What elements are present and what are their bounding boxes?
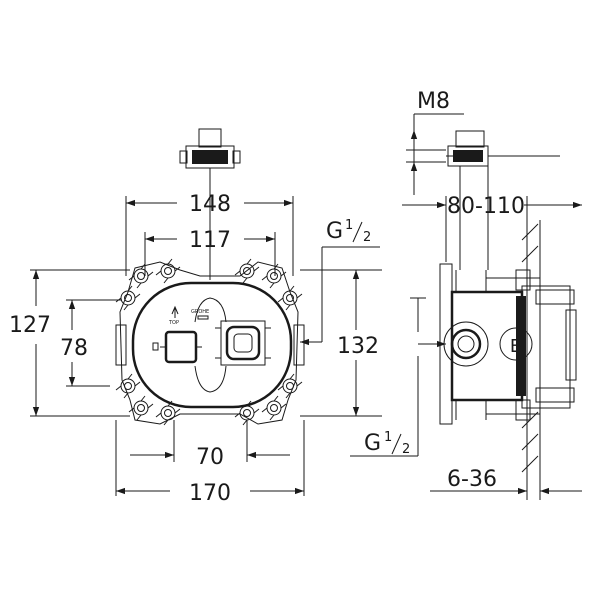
thread-label-top: G 1 2 bbox=[300, 218, 380, 346]
dim-117: 117 bbox=[145, 228, 275, 253]
thread-bottom-num: 1 bbox=[384, 430, 392, 445]
dim-78-label: 78 bbox=[60, 336, 88, 361]
wall-hatch bbox=[521, 220, 541, 500]
top-mark: TOP bbox=[168, 320, 179, 326]
top-connector bbox=[179, 128, 241, 280]
left-port bbox=[115, 324, 127, 366]
dim-170-label: 170 bbox=[189, 481, 231, 506]
top-arrow-icon bbox=[171, 305, 179, 318]
dim-117-label: 117 bbox=[189, 228, 231, 253]
dim-170: 170 bbox=[116, 481, 304, 506]
dim-127: 127 bbox=[9, 270, 51, 416]
thread-bottom-g: G bbox=[364, 431, 381, 456]
dim-148: 148 bbox=[126, 192, 293, 217]
dim-132: 132 bbox=[337, 270, 379, 416]
dim-80-110: 80-110 bbox=[402, 194, 582, 270]
dim-70-label: 70 bbox=[196, 445, 224, 470]
dim-70: 70 bbox=[130, 445, 290, 470]
depth-range-label: 80-110 bbox=[447, 194, 525, 219]
side-view: M8 80-110 bbox=[402, 89, 582, 500]
mounting-frame bbox=[115, 258, 303, 426]
thread-bottom-den: 2 bbox=[402, 442, 410, 457]
thread-top-den: 2 bbox=[363, 230, 371, 245]
dim-78: 78 bbox=[60, 300, 88, 386]
thread-top-g: G bbox=[326, 219, 343, 244]
right-port bbox=[293, 324, 305, 366]
dim-6-36: 6-36 bbox=[430, 467, 582, 495]
brand-mark: GROHE bbox=[191, 309, 209, 315]
front-view: TOP GROHE 148 bbox=[9, 128, 446, 506]
thread-top-num: 1 bbox=[345, 218, 353, 233]
port-b-label: B bbox=[510, 336, 522, 357]
dim-127-label: 127 bbox=[9, 313, 51, 338]
dim-m8: M8 bbox=[406, 89, 464, 195]
wall-range-label: 6-36 bbox=[447, 467, 497, 492]
thread-label-bottom: G 1 2 bbox=[350, 297, 446, 457]
dim-148-label: 148 bbox=[189, 192, 231, 217]
side-top-connector bbox=[446, 130, 560, 270]
dim-132-label: 132 bbox=[337, 334, 379, 359]
side-body: B bbox=[439, 263, 577, 425]
valve-body: TOP GROHE bbox=[131, 281, 293, 409]
m8-label: M8 bbox=[417, 89, 450, 114]
